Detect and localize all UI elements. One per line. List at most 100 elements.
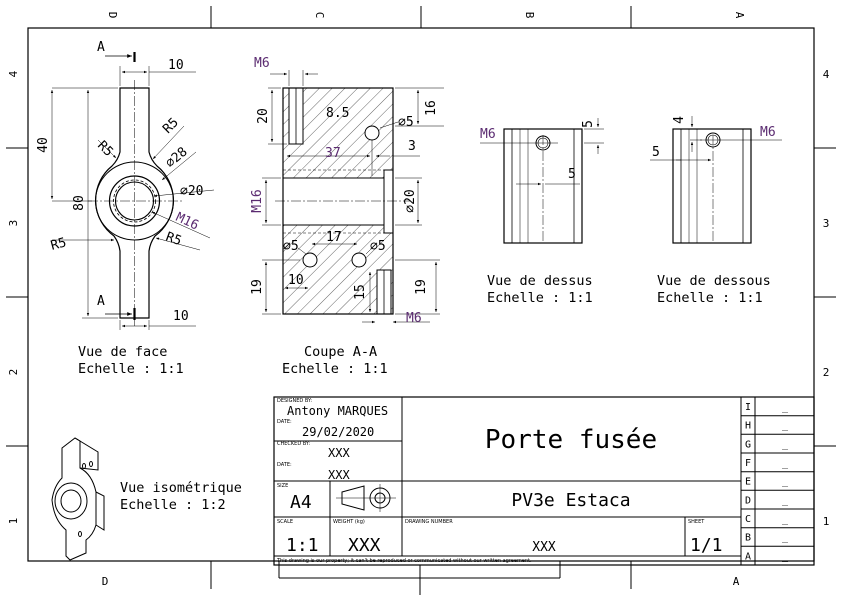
dim-m6-top: M6	[254, 56, 270, 71]
title-block	[273, 396, 815, 578]
date: 29/02/2020	[302, 425, 374, 439]
top-view-caption-scale: Echelle : 1:1	[487, 290, 593, 306]
zone-labels-left: 4 3 2 1	[7, 70, 20, 524]
top-view-caption-title: Vue de dessus	[487, 273, 593, 289]
dim-8-5: 8.5	[326, 106, 349, 121]
dim-width-top: 10	[168, 58, 184, 73]
zone-label: A	[733, 12, 746, 19]
dim-37: 37	[325, 146, 341, 161]
zone-labels-top: D C B A	[106, 12, 746, 19]
title-block-content: DESIGNED BY: Antony MARQUES DATE: 29/02/…	[276, 398, 723, 564]
revision-letter: F	[745, 458, 751, 469]
weight-value: XXX	[348, 535, 381, 556]
dim-m16: M16	[250, 189, 265, 212]
revision-value: _	[782, 458, 789, 469]
drawing-title: Porte fusée	[485, 425, 657, 455]
designed-by-label: DESIGNED BY:	[277, 398, 312, 404]
zone-label: 3	[7, 220, 20, 227]
sheet-label: SHEET	[688, 519, 705, 525]
dim-width-bottom: 10	[173, 309, 189, 324]
zone-label: 4	[7, 70, 20, 77]
revision-value: _	[782, 402, 789, 413]
revision-value: _	[782, 514, 789, 525]
revision-letter: I	[745, 402, 751, 413]
isometric-view	[51, 437, 105, 561]
drawing-number-label: DRAWING NUMBER	[405, 519, 453, 525]
dim-dia20: ⌀20	[180, 184, 203, 199]
dim-bottom-m6: M6	[760, 125, 776, 140]
dim-bottom-4: 4	[672, 116, 687, 124]
zone-labels-right: 4 3 2 1	[823, 68, 830, 528]
dim-19-left: 19	[250, 279, 265, 295]
zone-label: A	[733, 575, 740, 588]
zone-label: 1	[823, 515, 830, 528]
checked-by-label: CHECKED BY:	[277, 441, 310, 447]
revision-letter: B	[745, 533, 751, 544]
revision-letter: H	[745, 421, 751, 432]
dim-top-5b: 5	[568, 167, 576, 182]
zone-label: 2	[7, 369, 20, 376]
front-view-outline	[95, 87, 174, 319]
dim-17: 17	[326, 230, 342, 245]
revision-value: _	[782, 477, 789, 488]
front-view-caption-title: Vue de face	[78, 344, 167, 360]
size-value: A4	[290, 492, 312, 513]
front-view-caption-scale: Echelle : 1:1	[78, 361, 184, 377]
revision-table: I_H_G_F_E_D_C_B_A_	[745, 402, 789, 562]
iso-view-caption-scale: Echelle : 1:2	[120, 497, 226, 513]
dim-m6-bottom: M6	[406, 311, 422, 326]
scale-value: 1:1	[286, 535, 319, 556]
iso-view-caption-title: Vue isométrique	[120, 480, 242, 496]
scale-label: SCALE	[277, 519, 293, 525]
date-label: DATE:	[277, 419, 292, 425]
zone-label: 3	[823, 217, 830, 230]
dim-10: 10	[288, 273, 304, 288]
zone-label: B	[523, 12, 536, 19]
revision-letter: D	[745, 495, 751, 506]
designed-by: Antony MARQUES	[287, 404, 388, 418]
dim-height-80: 80	[72, 195, 87, 211]
revision-letter: C	[745, 514, 751, 525]
dim-16: 16	[424, 100, 439, 116]
bottom-view-caption-scale: Echelle : 1:1	[657, 290, 763, 306]
projection-symbol-icon	[336, 484, 396, 512]
top-view: M6 5 5 Vue de dessus Echelle : 1:1	[480, 118, 604, 306]
dim-dia5-right: ⌀5	[370, 239, 386, 254]
dim-height-40: 40	[36, 137, 51, 153]
dim-r5-d: R5	[49, 235, 68, 254]
dim-19-right: 19	[414, 279, 429, 295]
dim-top-5a: 5	[581, 120, 596, 128]
dim-r5-c: R5	[164, 230, 184, 249]
disclaimer: This drawing is our property; it can't b…	[276, 558, 532, 564]
dim-r5-a: R5	[94, 138, 116, 160]
section-view: M6 20 8.5 16 ⌀5 37 3 M16 ⌀20 ⌀5 17 ⌀5	[250, 56, 444, 377]
size-label: SIZE	[277, 483, 288, 489]
dim-r5-b: R5	[160, 115, 182, 137]
revision-letter: A	[745, 551, 751, 562]
dim-20: 20	[256, 108, 271, 124]
dim-3: 3	[408, 139, 416, 154]
date2-label: DATE:	[277, 462, 292, 468]
zone-label: D	[106, 12, 119, 19]
drawing-subtitle: PV3e Estaca	[511, 490, 630, 511]
revision-value: _	[782, 439, 789, 450]
section-label-bottom: A	[97, 294, 105, 309]
dim-dia20: ⌀20	[403, 189, 418, 212]
revision-value: _	[782, 533, 789, 544]
zone-label: 4	[823, 68, 830, 81]
checked-by: XXX	[328, 446, 350, 460]
drawing-number: XXX	[532, 540, 556, 555]
revision-letter: G	[745, 439, 751, 450]
revision-value: _	[782, 495, 789, 506]
dim-bottom-5: 5	[652, 145, 660, 160]
bottom-view: M6 4 5 Vue de dessous Echelle : 1:1	[650, 116, 782, 306]
date2: XXX	[328, 468, 350, 482]
front-view: A A 10 10 40 80 R5 R5 ⌀28 ⌀20 M16 R5	[36, 40, 215, 377]
zone-label: 2	[823, 366, 830, 379]
section-label-top: A	[97, 40, 105, 55]
zone-labels-bottom: D A	[102, 575, 740, 588]
zone-label: C	[313, 12, 326, 19]
zone-label: 1	[7, 518, 20, 525]
section-view-caption-title: Coupe A-A	[304, 344, 377, 360]
section-view-caption-scale: Echelle : 1:1	[282, 361, 388, 377]
